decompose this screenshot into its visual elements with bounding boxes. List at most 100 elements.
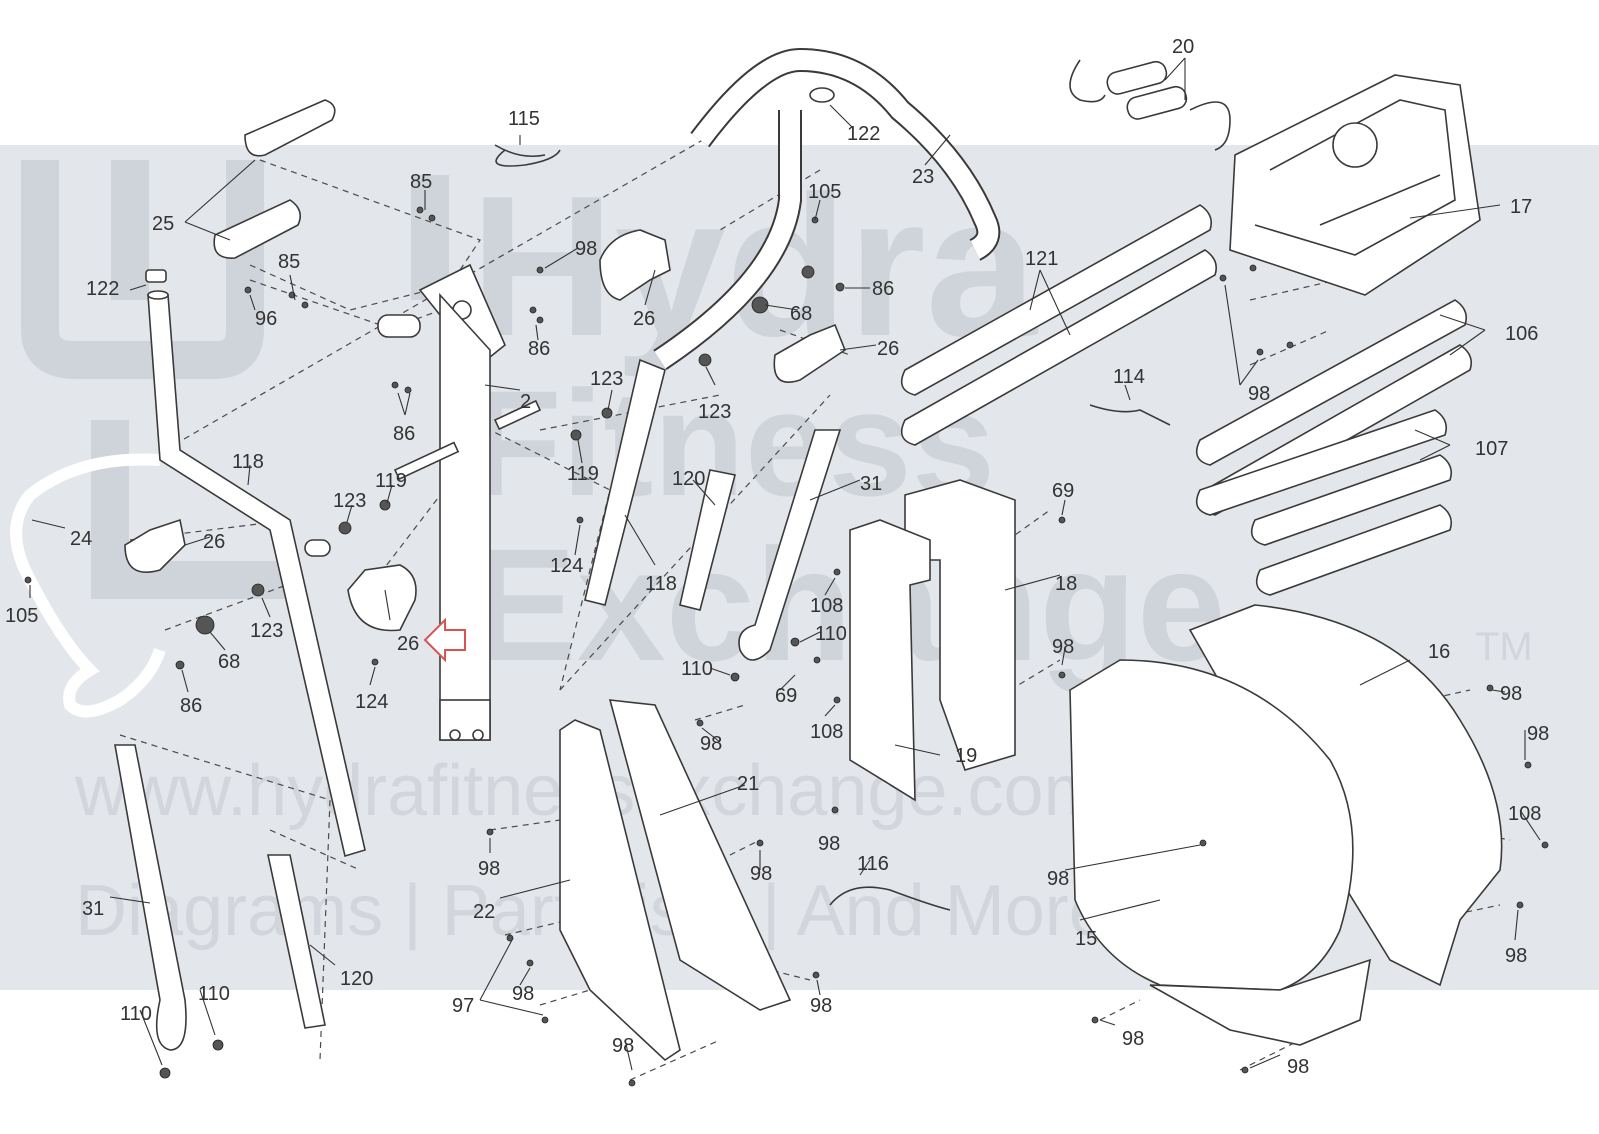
label-21: 21 [737,773,759,795]
part-15-front-shield [1069,659,1354,991]
label-31: 31 [860,473,882,495]
label-26: 26 [397,633,419,655]
label-119: 119 [567,463,599,485]
part-23-right-handle [653,47,1001,370]
label-120: 120 [340,968,373,990]
label-98: 98 [1248,383,1270,405]
pin-stub-left [304,539,331,557]
label-124: 124 [550,555,583,577]
label-26: 26 [633,308,655,330]
label-25: 25 [152,213,174,235]
label-17: 17 [1510,196,1532,218]
label-85: 85 [410,171,432,193]
label-68: 68 [790,303,812,325]
label-16: 16 [1428,641,1450,663]
label-118: 118 [232,451,264,473]
label-123: 123 [333,490,366,512]
label-98: 98 [1500,683,1522,705]
label-105: 105 [808,181,841,203]
part-26-cover-d [347,564,417,632]
part-22-shroud [559,719,681,1062]
part-26-cover-c [124,518,186,573]
label-107: 107 [1475,438,1508,460]
label-106: 106 [1505,323,1538,345]
part-118-left-arm [147,290,366,858]
label-86: 86 [528,338,550,360]
highlight-arrow [423,617,466,663]
pin-axle-1 [393,441,460,481]
label-115: 115 [508,108,540,130]
label-98: 98 [575,238,597,260]
label-105: 105 [5,605,38,627]
label-86: 86 [393,423,415,445]
label-98: 98 [1505,945,1527,967]
label-122: 122 [847,123,880,145]
label-122: 122 [86,278,119,300]
cord-114 [1089,404,1171,426]
pin-axle-2 [493,399,542,431]
label-20: 20 [1172,36,1194,58]
label-19: 19 [955,745,977,767]
label-2: 2 [520,391,531,413]
part-31-left-link [114,744,187,1051]
label-110: 110 [815,623,847,645]
label-98: 98 [478,858,500,880]
part-2-center-post [377,263,506,741]
label-123: 123 [590,368,623,390]
label-121: 121 [1025,248,1058,270]
cord-116 [829,886,951,911]
label-114: 114 [1113,366,1145,388]
label-26: 26 [877,338,899,360]
part-26-cover-b [773,323,846,383]
label-123: 123 [698,401,731,423]
label-23: 23 [912,166,934,188]
label-98: 98 [1122,1028,1144,1050]
part-20-pulse-grips [1069,59,1231,151]
label-15: 15 [1075,928,1097,950]
label-116: 116 [857,853,889,875]
label-98: 98 [700,733,722,755]
part-122-cap-right [809,87,835,103]
part-17-console [1229,74,1481,296]
part-120-left-channel [267,854,326,1029]
parts-tubes [900,204,1473,596]
label-120: 120 [672,468,705,490]
label-86: 86 [872,278,894,300]
cord-115 [494,144,561,167]
label-108: 108 [810,595,843,617]
label-97: 97 [452,995,474,1017]
label-98: 98 [612,1035,634,1057]
part-25-grip-covers [213,99,336,259]
label-123: 123 [250,620,283,642]
label-18: 18 [1055,573,1077,595]
label-86: 86 [180,695,202,717]
label-69: 69 [1052,480,1074,502]
part-118-right-arm [584,358,666,606]
label-110: 110 [681,658,713,680]
leader-lines [29,57,1541,1071]
part-24-handle-loop [10,453,166,718]
label-124: 124 [355,691,388,713]
part-120-right-channel [679,469,736,611]
watermark-logo-mark [20,160,449,599]
label-22: 22 [473,901,495,923]
watermark-trademark: TM [1475,625,1533,669]
part-21-shroud [608,699,792,1011]
part-15-base-plate [1149,958,1372,1046]
label-69: 69 [775,685,797,707]
label-96: 96 [255,308,277,330]
label-98: 98 [1287,1056,1309,1078]
label-68: 68 [218,651,240,673]
label-108: 108 [810,721,843,743]
part-31-right-link [738,429,842,661]
part-19-lower-bracket [849,519,931,802]
label-98: 98 [810,995,832,1017]
label-98: 98 [1052,636,1074,658]
label-110: 110 [198,983,230,1005]
label-26: 26 [203,531,225,553]
label-118: 118 [645,573,677,595]
label-98: 98 [512,983,534,1005]
label-108: 108 [1508,803,1541,825]
part-26-cover-a [599,229,671,301]
